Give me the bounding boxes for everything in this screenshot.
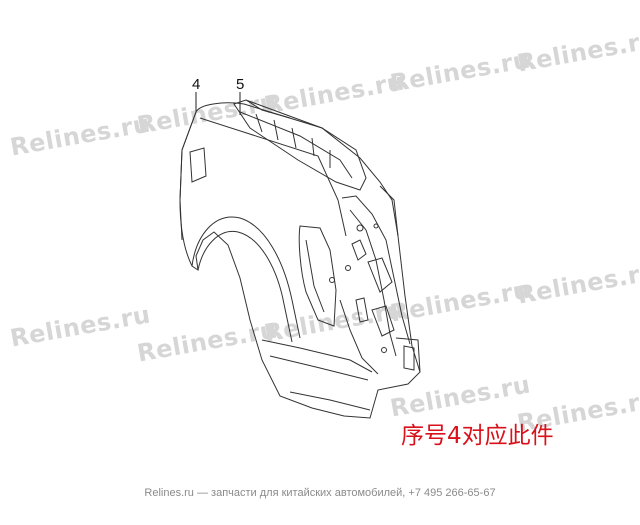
part-number-5: 5 (236, 76, 245, 93)
part-number-4: 4 (192, 76, 201, 93)
part-note-caption: 序号4对应此件 (401, 423, 554, 449)
footer-contact: Relines.ru — запчасти для китайских авто… (144, 487, 496, 499)
